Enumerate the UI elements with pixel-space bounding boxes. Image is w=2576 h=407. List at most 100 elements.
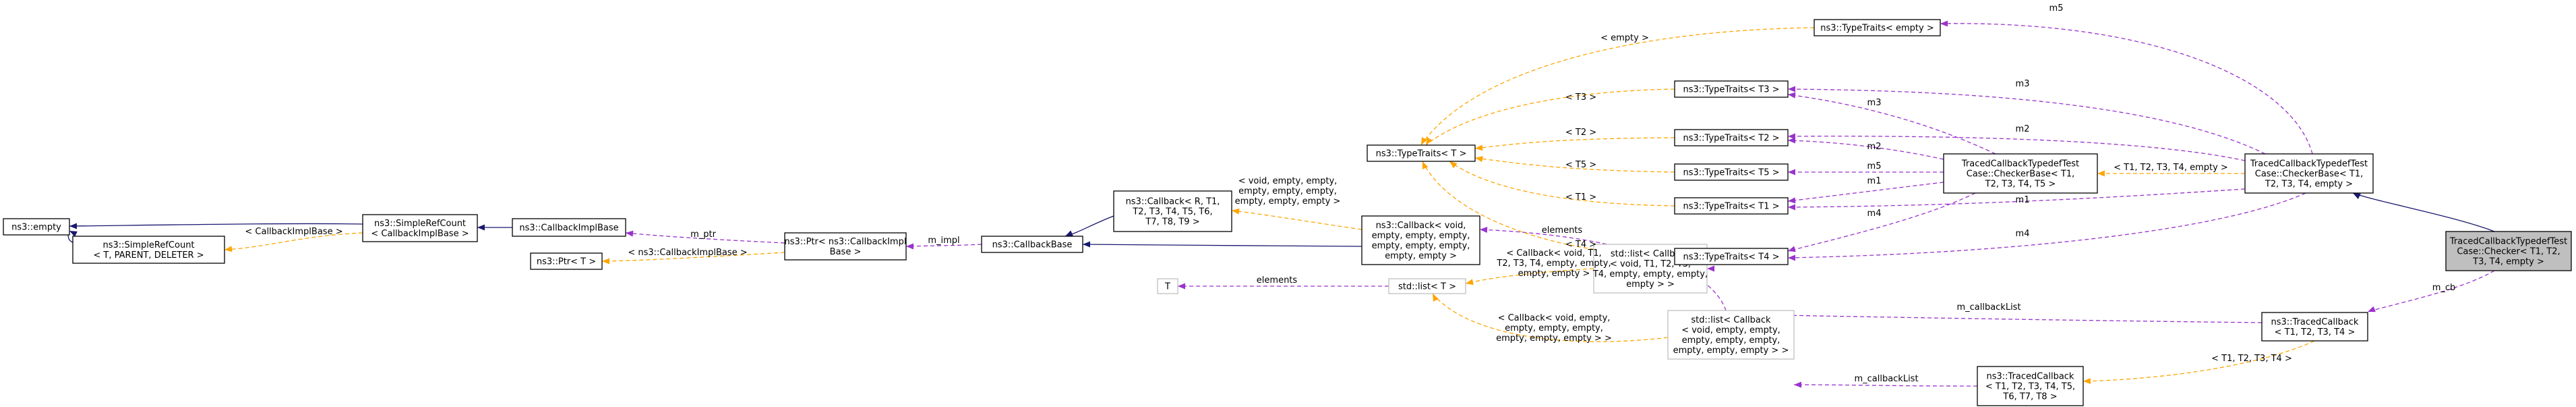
e-cb-tt4-edge bbox=[1787, 192, 1976, 252]
e-spec-tt3-label: m3 bbox=[2016, 79, 2030, 89]
node-label: ns3::Ptr< T > bbox=[537, 257, 596, 267]
e-srcb-srct-label: < CallbackImplBase > bbox=[245, 227, 342, 237]
node-typetraits-t[interactable]: ns3::TypeTraits< T > bbox=[1367, 144, 1476, 162]
e-spec-tt2-edge bbox=[1787, 133, 2246, 161]
node-label: ns3::CallbackBase bbox=[992, 240, 1073, 250]
node-label: ns3::SimpleRefCount< T, PARENT, DELETER … bbox=[93, 240, 204, 261]
node-tracedcb-4[interactable]: ns3::TracedCallback< T1, T2, T3, T4 > bbox=[2261, 312, 2368, 342]
e-spec-checker-edge bbox=[2352, 192, 2495, 232]
e-tt-tt2-label: < T2 > bbox=[1565, 128, 1596, 138]
node-callback-tpl[interactable]: ns3::Callback< R, T1,T2, T3, T4, T5, T6,… bbox=[1113, 190, 1232, 232]
e-tt-tt3-arrowhead bbox=[1426, 137, 1433, 145]
edge-labels-layer: < CallbackImplBase > m_ptr< ns3::Callback… bbox=[245, 3, 2455, 384]
e-cib-ptrcb-arrowhead bbox=[626, 230, 634, 237]
node-label: ns3::TracedCallback< T1, T2, T3, T4, T5,… bbox=[1985, 372, 2075, 402]
e-empty-srct-arrowhead bbox=[69, 231, 78, 237]
e-tcb8-tcb4-edge bbox=[2083, 340, 2315, 384]
e-tt-tt2-edge bbox=[1474, 137, 1675, 151]
e-T-listt-label: elements bbox=[1257, 275, 1298, 286]
e-tt-ttempty-arrowhead bbox=[1421, 137, 1427, 145]
e-cb-tt1-label: m1 bbox=[1867, 176, 1882, 186]
e-spec-tt2-label: m2 bbox=[2016, 124, 2030, 134]
e-ptrt-ptrcb-label: < ns3::CallbackImplBase > bbox=[628, 248, 747, 258]
e-tt-tt1-label: < T1 > bbox=[1565, 192, 1596, 202]
e-cb-tt4-arrowhead bbox=[1788, 246, 1796, 252]
e-list2-tcb8-edge bbox=[1793, 381, 1978, 388]
e-srcb-cib-edge bbox=[477, 224, 513, 231]
node-tracedcb-8[interactable]: ns3::TracedCallback< T1, T2, T3, T4, T5,… bbox=[1977, 366, 2084, 406]
node-tt-t3[interactable]: ns3::TypeTraits< T3 > bbox=[1674, 80, 1789, 98]
e-list2-tcb8-arrowhead bbox=[1794, 381, 1801, 388]
e-spec-tt4-arrowhead bbox=[1788, 254, 1795, 261]
e-tt-tt1-arrowhead bbox=[1449, 161, 1458, 169]
e-cb-spec-edge bbox=[2097, 170, 2245, 177]
e-tcb8-tcb4-arrowhead bbox=[2083, 377, 2091, 384]
e-srcb-cib-arrowhead bbox=[477, 224, 485, 231]
e-cbvoid-list2-arrowhead bbox=[1480, 227, 1488, 234]
e-spec-tt1-label: m1 bbox=[2016, 195, 2030, 205]
node-ptr-t[interactable]: ns3::Ptr< T > bbox=[530, 252, 603, 270]
e-cb-tt4-label: m4 bbox=[1867, 209, 1882, 219]
node-callbackimplbase[interactable]: ns3::CallbackImplBase bbox=[512, 218, 626, 237]
e-listt-list1-label: < Callback< void, T1,T2, T3, T4, empty, … bbox=[1496, 248, 1611, 279]
e-T-listt-edge bbox=[1178, 283, 1389, 290]
e-listt-list1-edge bbox=[1465, 268, 1594, 286]
node-callback-void[interactable]: ns3::Callback< void,empty, empty, empty,… bbox=[1361, 215, 1480, 265]
node-label: std::list< T > bbox=[1398, 282, 1456, 292]
e-cb-tt1-arrowhead bbox=[1788, 197, 1796, 204]
e-spec-tt3-arrowhead bbox=[1788, 86, 1795, 92]
node-stdlist-cb2[interactable]: std::list< Callback< void, empty, empty,… bbox=[1667, 310, 1795, 360]
node-tt-t1[interactable]: ns3::TypeTraits< T1 > bbox=[1674, 197, 1789, 215]
e-tt-tt3-edge bbox=[1425, 88, 1675, 146]
node-callbackbase[interactable]: ns3::CallbackBase bbox=[981, 236, 1083, 253]
e-tt-tt4-arrowhead bbox=[1422, 161, 1429, 169]
e-cbb-cbtpl-arrowhead bbox=[1065, 230, 1073, 236]
node-label: ns3::CallbackImplBase bbox=[519, 223, 618, 234]
node-label: std::list< Callback< void, empty, empty,… bbox=[1673, 315, 1789, 356]
e-cbvoid-list2-edge bbox=[1479, 227, 1727, 311]
e-tt-tt1-edge bbox=[1449, 161, 1675, 207]
node-tt-empty[interactable]: ns3::TypeTraits< empty > bbox=[1814, 19, 1941, 36]
node-label: ns3::Callback< R, T1,T2, T3, T4, T5, T6,… bbox=[1126, 197, 1220, 227]
e-spec-tt1-arrowhead bbox=[1788, 204, 1795, 211]
e-list1-tcb4-label: m_callbackList bbox=[1956, 302, 2020, 313]
node-simplerefcount-cb[interactable]: ns3::SimpleRefCount< CallbackImplBase > bbox=[362, 214, 478, 242]
node-tt-t5[interactable]: ns3::TypeTraits< T5 > bbox=[1674, 163, 1789, 181]
e-spec-tt4-edge bbox=[1787, 192, 2306, 261]
e-empty-srcb-edge bbox=[69, 223, 363, 229]
e-cb-spec-label: < T1, T2, T3, T4, empty > bbox=[2114, 163, 2228, 173]
node-label: ns3::TypeTraits< T2 > bbox=[1683, 134, 1780, 144]
e-cbb-cbvoid-arrowhead bbox=[1083, 241, 1090, 248]
e-cib-ptrcb-label: m_ptr bbox=[690, 229, 717, 240]
e-cbtpl-cbvoid-label: < void, empty, empty,empty, empty, empty… bbox=[1235, 176, 1341, 207]
e-cbvoid-list2-label: elements bbox=[1542, 225, 1583, 236]
node-empty[interactable]: ns3::empty bbox=[3, 218, 70, 236]
e-spec-checker-arrowhead bbox=[2353, 193, 2361, 199]
e-ptrcb-cbb-arrowhead bbox=[906, 243, 913, 250]
e-tt-tt4-label: < T4 > bbox=[1565, 240, 1596, 250]
e-tt-tt5-edge bbox=[1474, 156, 1675, 173]
node-simplerefcount-t[interactable]: ns3::SimpleRefCount< T, PARENT, DELETER … bbox=[72, 236, 225, 264]
e-tcb4-checker-arrowhead bbox=[2368, 306, 2376, 313]
node-T[interactable]: T bbox=[1157, 278, 1178, 294]
node-label: ns3::TypeTraits< T4 > bbox=[1683, 252, 1780, 263]
node-label: ns3::Callback< void,empty, empty, empty,… bbox=[1372, 221, 1470, 261]
e-listt-list1-arrowhead bbox=[1466, 279, 1474, 286]
node-tt-t4[interactable]: ns3::TypeTraits< T4 > bbox=[1674, 248, 1789, 265]
e-spec-tt1-edge bbox=[1787, 188, 2246, 211]
node-label: ns3::TypeTraits< T5 > bbox=[1683, 168, 1780, 178]
node-stdlist-t[interactable]: std::list< T > bbox=[1388, 278, 1466, 294]
node-tt-t2[interactable]: ns3::TypeTraits< T2 > bbox=[1674, 129, 1789, 146]
e-cb-tt3-label: m3 bbox=[1867, 98, 1882, 108]
e-cb-tt3-arrowhead bbox=[1788, 92, 1796, 99]
node-label: ns3::TypeTraits< empty > bbox=[1820, 24, 1934, 34]
e-spec-tt3-edge bbox=[1787, 86, 2266, 155]
e-ptrcb-cbb-label: m_impl bbox=[928, 236, 959, 246]
